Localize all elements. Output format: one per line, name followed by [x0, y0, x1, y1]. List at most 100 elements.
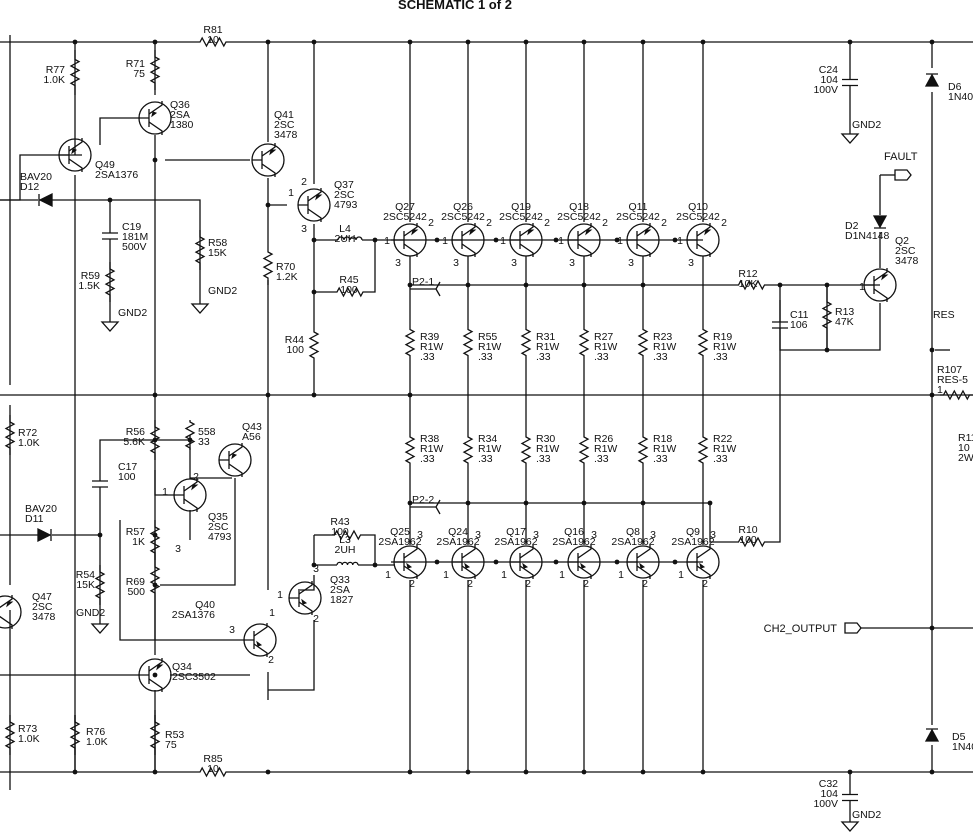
transistor-label: 2SA1962 — [378, 536, 421, 548]
pin-number: 1 — [677, 235, 683, 247]
resistor-label: .33 — [420, 453, 435, 465]
transistor-arrow — [644, 229, 652, 236]
resistor-label: R1W — [713, 443, 736, 455]
transistor-base — [568, 553, 579, 571]
transistor-label: 2SA1962 — [436, 536, 479, 548]
diode-body — [872, 215, 888, 229]
resistor-label: 15K — [76, 579, 95, 591]
transistor-base — [568, 231, 579, 249]
diode-label: D6 — [948, 81, 962, 93]
resistor-label: R1W — [420, 443, 443, 455]
transistor-label: 2SC5242 — [557, 211, 601, 223]
net-arrow — [410, 499, 441, 515]
pin-number: 2 — [642, 578, 648, 590]
junction-dot — [407, 392, 413, 398]
transistor-label: 2SC3502 — [172, 671, 216, 683]
pin-number: 1 — [617, 235, 623, 247]
transistor-base — [59, 146, 70, 164]
resistor-label: .33 — [420, 351, 435, 363]
resistor-label: R71 — [126, 58, 145, 70]
resistor-label: 100 — [331, 526, 349, 538]
resistor-body — [404, 320, 416, 365]
pin-number: 2 — [486, 217, 492, 229]
pin-number: 1 — [558, 235, 564, 247]
transistor-label: 2SA1376 — [172, 609, 215, 621]
port-shape — [894, 169, 912, 181]
pin-number: 3 — [650, 529, 656, 541]
junction-dot — [640, 282, 646, 288]
capacitor-label: 104 — [820, 74, 838, 86]
resistor-label: 100 — [340, 284, 358, 296]
transistor-leads — [253, 623, 268, 657]
resistor-label: R13 — [835, 306, 854, 318]
resistor-label: 500 — [127, 586, 145, 598]
transistor-label: 2SC — [334, 189, 355, 201]
transistor-base — [139, 666, 150, 684]
transistor-leads — [519, 223, 534, 257]
resistor-label: R1W — [594, 341, 617, 353]
capacitor-label: 100 — [118, 471, 136, 483]
junction-dot — [581, 282, 587, 288]
transistor-arrow — [156, 664, 164, 671]
transistor-label: Q33 — [330, 574, 350, 586]
ground-label: GND2 — [118, 307, 147, 319]
junction-dot — [700, 769, 706, 775]
junction-dot — [523, 39, 529, 45]
junction-dot — [407, 39, 413, 45]
resistor-label: R22 — [713, 433, 732, 445]
transistor-label: 2SC5242 — [383, 211, 427, 223]
junction-dot — [152, 769, 158, 775]
resistor-label: R44 — [285, 334, 304, 346]
junction-dot — [581, 500, 587, 506]
transistor-label: 2SA1962 — [671, 536, 714, 548]
transistor-leads — [636, 223, 651, 257]
resistor-label: R72 — [18, 427, 37, 439]
resistor-label: R85 — [203, 753, 222, 765]
junction-dot — [311, 39, 317, 45]
junction-dot — [672, 237, 678, 243]
junction-dot — [465, 500, 471, 506]
transistor-leads — [696, 223, 711, 257]
resistor-body — [578, 320, 590, 365]
resistor-label: .33 — [653, 453, 668, 465]
transistor-base — [174, 486, 185, 504]
junction-dot — [824, 347, 830, 353]
diode-body — [38, 192, 53, 208]
resistor-label: R38 — [420, 433, 439, 445]
transistor-base — [510, 231, 521, 249]
diode-label: D1N4148 — [845, 230, 890, 242]
transistor-label: 2SC — [274, 119, 295, 131]
junction-dot — [97, 532, 103, 538]
resistor-label: R59 — [81, 270, 100, 282]
net-label: P2-2 — [412, 494, 434, 506]
transistor-arrow — [71, 148, 78, 155]
resistor-label: .33 — [536, 351, 551, 363]
pin-number: 2 — [193, 471, 199, 483]
transistor-base — [452, 231, 463, 249]
transistor-arrow — [301, 598, 308, 605]
junction-dot — [434, 559, 440, 565]
diode-label: BAV20 — [20, 171, 52, 183]
junction-dot — [640, 500, 646, 506]
capacitor-body — [842, 75, 858, 90]
junction-dot — [265, 202, 271, 208]
transistor-leads — [519, 545, 534, 579]
resistor-label: R43 — [330, 516, 349, 528]
transistor-label: 2SA1962 — [494, 536, 537, 548]
transistor-label: Q43 — [242, 421, 262, 433]
transistor-base — [244, 631, 255, 649]
transistor-leads — [148, 101, 163, 135]
transistor-leads — [461, 223, 476, 257]
